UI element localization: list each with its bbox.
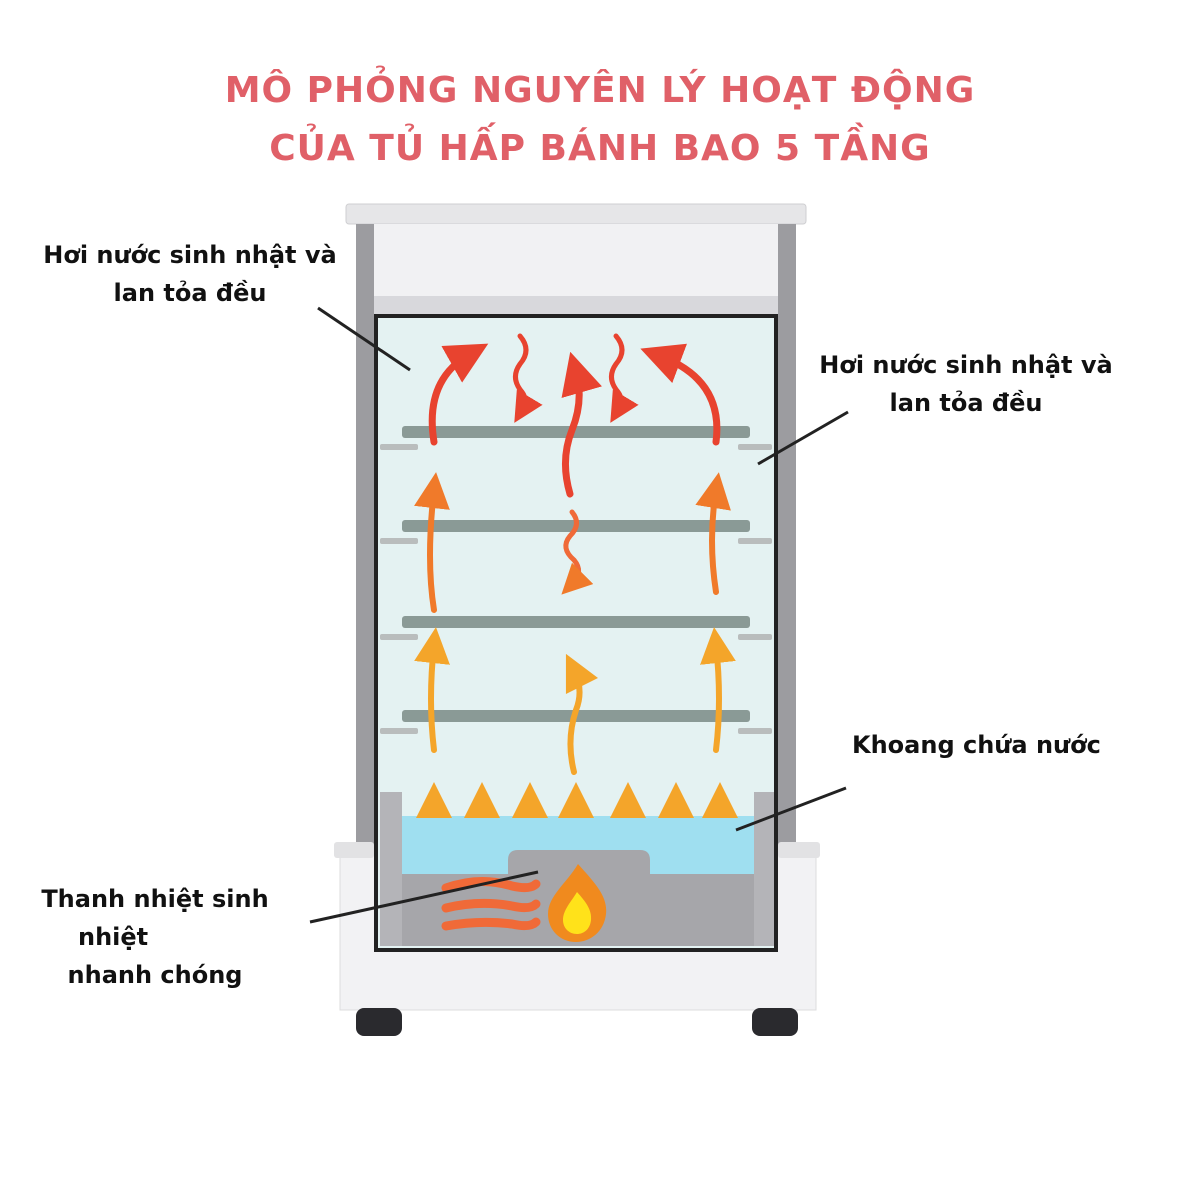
- label-steam-left-line-2: lan tỏa đều: [113, 279, 267, 307]
- cabinet-foot-right: [752, 1008, 798, 1036]
- reservoir-wall-right: [754, 792, 774, 946]
- title-line-1: MÔ PHỎNG NGUYÊN LÝ HOẠT ĐỘNG: [224, 70, 976, 111]
- tray-1: [402, 426, 750, 438]
- label-heater-line-2: nhiệt: [78, 923, 149, 951]
- tray-3: [402, 616, 750, 628]
- cabinet-right-post: [778, 224, 796, 854]
- tray-rail: [738, 538, 772, 544]
- label-steam-left-line-1: Hơi nước sinh nhật và: [43, 241, 337, 269]
- steam-rise-arrow: [700, 627, 736, 753]
- steam-wave-arrow: [609, 333, 639, 423]
- steam-arrow-icon: [414, 333, 738, 843]
- tray-rail: [380, 728, 418, 734]
- label-steam-left: Hơi nước sinh nhật và lan tỏa đều: [30, 236, 350, 312]
- steam-rise-arrow: [414, 627, 450, 753]
- leader-lines: [309, 306, 849, 924]
- label-steam-right: Hơi nước sinh nhật và lan tỏa đều: [806, 346, 1126, 422]
- steam-rise-arrow: [561, 351, 602, 498]
- leader-steam-right: [757, 410, 849, 466]
- leader-heater: [309, 870, 539, 924]
- steam-rise-arrow: [414, 472, 450, 613]
- steam-rise-arrow: [565, 653, 599, 775]
- tray-rail: [380, 444, 418, 450]
- cabinet-base-ledge-left: [334, 842, 374, 858]
- cabinet-left-post: [356, 224, 374, 854]
- label-heater: Thanh nhiệt sinh nhiệt nhanh chóng: [30, 880, 280, 994]
- steam-curve-arrow: [640, 343, 721, 446]
- steam-curve-arrow: [428, 343, 489, 446]
- heating-element-icon: [441, 876, 541, 931]
- flame-icon: [548, 864, 607, 942]
- cabinet-inner-frame: [374, 296, 778, 316]
- reservoir-wall-left: [380, 792, 402, 946]
- steam-wave-arrow: [513, 333, 543, 423]
- tray-rail: [738, 728, 772, 734]
- tray-rail: [380, 634, 418, 640]
- leader-steam-left: [317, 306, 411, 372]
- title-line-2: CỦA TỦ HẤP BÁNH BAO 5 TẦNG: [269, 128, 931, 169]
- cabinet-top-cap: [345, 203, 807, 225]
- steam-rise-arrow: [695, 472, 731, 595]
- tray-rail: [738, 444, 772, 450]
- label-steam-right-line-2: lan tỏa đều: [889, 389, 1043, 417]
- steam-wave-arrow: [561, 509, 594, 595]
- label-steam-right-line-1: Hơi nước sinh nhật và: [819, 351, 1113, 379]
- tray-rail: [380, 538, 418, 544]
- cabinet-upper-block: [356, 224, 796, 300]
- leader-water: [735, 786, 847, 832]
- cabinet-foot-left: [356, 1008, 402, 1036]
- label-heater-line-1: Thanh nhiệt sinh: [41, 885, 269, 913]
- cabinet-base-ledge-right: [778, 842, 820, 858]
- label-heater-line-3: nhanh chóng: [67, 961, 243, 989]
- label-water-chamber: Khoang chứa nước: [852, 731, 1101, 759]
- tray-rail: [738, 634, 772, 640]
